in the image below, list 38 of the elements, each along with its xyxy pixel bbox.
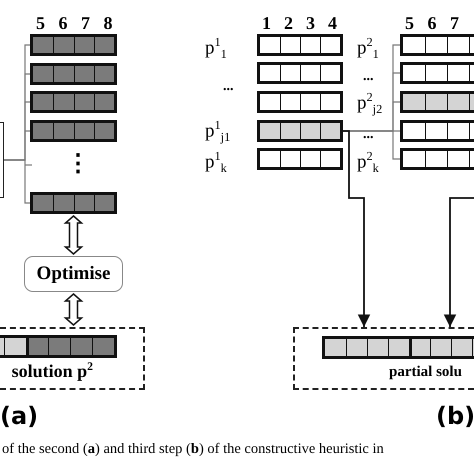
- array-bar: [400, 34, 474, 56]
- double-arrow: [64, 293, 84, 326]
- dashed-group-box: [293, 327, 474, 390]
- box: [0, 122, 4, 198]
- panel-label: (a): [0, 404, 38, 428]
- caption: of the second (a) and third step (b) of the constructive heuristic in: [2, 442, 384, 456]
- array-bar: [257, 148, 343, 170]
- array-bar: [257, 34, 343, 56]
- column-numbers: 1 2 3 4: [262, 14, 337, 32]
- array-bar: [30, 91, 117, 113]
- ellipsis: ...: [363, 70, 374, 84]
- array-bar: [30, 34, 117, 56]
- array-bar: [400, 120, 474, 142]
- array-bar: [257, 62, 343, 84]
- vertical-ellipsis: ⋮: [66, 152, 90, 176]
- panel-label: (b): [436, 404, 474, 428]
- array-bar: [30, 120, 117, 142]
- bracket-line: [4, 159, 30, 204]
- array-bar: [400, 62, 474, 84]
- process-box: Optimise: [24, 256, 123, 292]
- array-bar: [257, 91, 343, 113]
- column-numbers: 5 6 7: [405, 14, 459, 32]
- column-numbers: 5 6 7 8: [36, 14, 112, 32]
- arrow: [444, 197, 474, 327]
- array-bar: [400, 91, 474, 113]
- double-arrow: [64, 215, 84, 255]
- group-label: solution p$^{2}$: [12, 361, 93, 380]
- array-bar: [257, 120, 343, 142]
- array-bar: [400, 148, 474, 170]
- dashed-group-box: [0, 327, 145, 390]
- array-bar: [30, 63, 117, 85]
- ellipsis: ...: [363, 128, 374, 142]
- group-label: partial solu: [389, 365, 462, 380]
- array-bar: [322, 336, 474, 359]
- ellipsis: ...: [223, 80, 234, 94]
- array-bar: [0, 335, 117, 358]
- array-bar: [30, 192, 117, 214]
- arrow: [343, 130, 370, 327]
